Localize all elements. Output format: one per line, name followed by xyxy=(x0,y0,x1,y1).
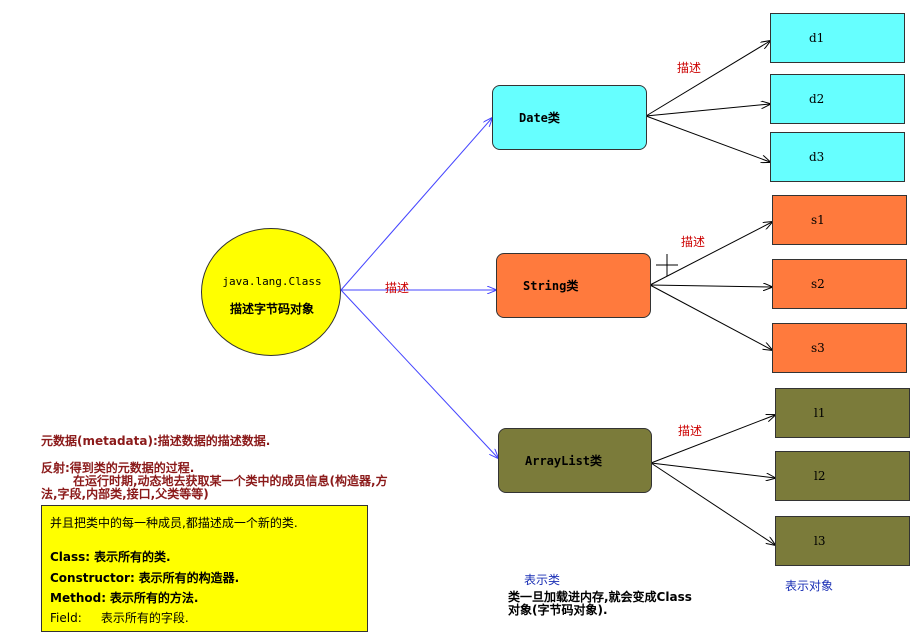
class-object-circle: java.lang.Class 描述字节码对象 xyxy=(201,228,341,356)
metadata-definition: 元数据(metadata):描述数据的描述数据. xyxy=(41,434,271,448)
object-box-d1: d1 xyxy=(770,13,905,63)
class-box-arraylist: ArrayList类 xyxy=(498,428,652,493)
note-item-method: Method: 表示所有的方法. xyxy=(50,591,199,605)
object-box-s3: s3 xyxy=(772,323,907,373)
edge-date-d1 xyxy=(645,41,770,117)
edge-string-s1 xyxy=(649,222,772,286)
edge-arraylist-l2 xyxy=(650,462,775,478)
center-title: java.lang.Class xyxy=(222,275,322,288)
legend-object-label: 表示对象 xyxy=(785,579,834,593)
member-classes-note: 并且把类中的每一种成员,都描述成一个新的类. Class: 表示所有的类. Co… xyxy=(41,505,368,632)
edge-label-arraylist: 描述 xyxy=(678,424,703,438)
object-box-s2: s2 xyxy=(772,259,907,309)
reflection-detail-line1: 在运行时期,动态地去获取某一个类中的成员信息(构造器,方 xyxy=(73,474,388,488)
object-box-l2: l2 xyxy=(775,451,910,501)
load-note-line1: 类一旦加载进内存,就会变成Class xyxy=(508,590,692,604)
edge-label-date: 描述 xyxy=(677,61,702,75)
note-item-field: Field: 表示所有的字段. xyxy=(50,611,189,625)
note-intro: 并且把类中的每一种成员,都描述成一个新的类. xyxy=(50,516,298,530)
edge-string-s3 xyxy=(649,284,772,350)
edge-string-s2 xyxy=(649,285,772,287)
class-box-date: Date类 xyxy=(492,85,647,150)
edge-label-center: 描述 xyxy=(385,281,410,295)
edge-label-string: 描述 xyxy=(681,235,706,249)
load-note-line2: 对象(字节码对象). xyxy=(508,603,608,617)
edge-arraylist-l1 xyxy=(650,415,775,464)
note-item-class: Class: 表示所有的类. xyxy=(50,550,171,564)
edge-class-date xyxy=(340,118,492,291)
reflection-detail-line2: 法,字段,内部类,接口,父类等等) xyxy=(41,487,209,501)
object-box-d2: d2 xyxy=(770,74,905,124)
class-box-string: String类 xyxy=(496,253,651,318)
object-box-d3: d3 xyxy=(770,132,905,182)
edge-arraylist-l3 xyxy=(650,462,775,545)
legend-class-label: 表示类 xyxy=(524,573,561,587)
edge-date-d2 xyxy=(645,104,770,117)
object-box-l1: l1 xyxy=(775,388,910,438)
edge-class-arraylist xyxy=(340,289,498,458)
object-box-l3: l3 xyxy=(775,516,910,566)
object-box-s1: s1 xyxy=(772,195,907,245)
center-subtitle: 描述字节码对象 xyxy=(229,302,314,316)
crosshair-cursor-icon xyxy=(656,254,678,276)
edge-date-d3 xyxy=(645,115,770,162)
reflection-definition: 反射:得到类的元数据的过程. xyxy=(41,461,195,475)
note-item-constructor: Constructor: 表示所有的构造器. xyxy=(50,571,240,585)
